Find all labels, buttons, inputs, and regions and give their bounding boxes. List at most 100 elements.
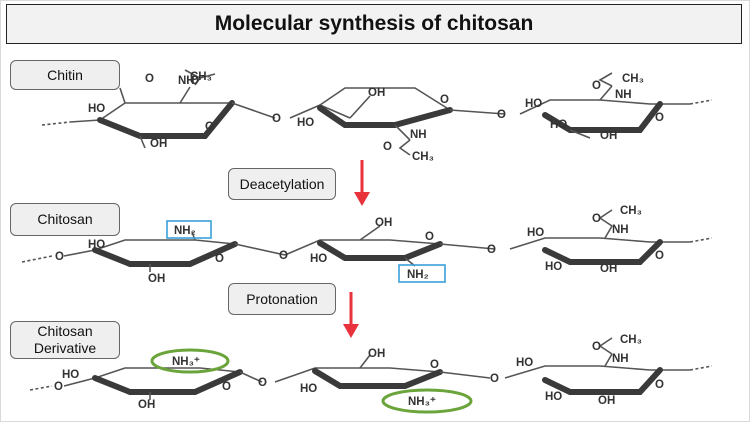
glycosidic-bond xyxy=(439,371,491,379)
bond xyxy=(598,337,613,355)
chitosan-ring-o-c: O xyxy=(655,250,664,262)
glycosidic-bond xyxy=(63,249,96,257)
chitin-link-o-2: O xyxy=(497,109,506,121)
chitosan-link-o-0: O xyxy=(55,251,64,263)
chitin-oh-b: OH xyxy=(368,87,385,99)
arrow-protonation xyxy=(343,292,359,338)
derivative-chain xyxy=(29,337,713,400)
chitin-c-eq-o: O xyxy=(190,75,199,87)
ring-edge xyxy=(519,99,690,115)
chain-end-left xyxy=(41,121,71,126)
derivative-o-c: O xyxy=(592,341,601,353)
chitin-nh-b: NH xyxy=(410,129,427,141)
chitin-nh-a: NH xyxy=(178,75,195,87)
chitin-ring-o-a: O xyxy=(205,121,214,133)
glycosidic-bond xyxy=(439,243,496,250)
chitosan-link-o-1: O xyxy=(279,250,288,262)
bond xyxy=(394,124,411,141)
chitin-oh-c: OH xyxy=(600,130,617,142)
bond xyxy=(398,139,411,156)
chitin-ring-o-c: O xyxy=(655,112,664,124)
ring-front-edge xyxy=(317,105,453,128)
chitin-ho-c2: HO xyxy=(550,119,567,131)
chitosan-oh-b: OH xyxy=(375,217,392,229)
title-bar: Molecular synthesis of chitosan xyxy=(6,4,742,44)
derivative-link-o-2: O xyxy=(490,373,499,385)
bond xyxy=(598,209,613,227)
ring-front-edge xyxy=(92,241,238,267)
chitosan-oh-c: OH xyxy=(600,263,617,275)
bond xyxy=(359,225,381,241)
chitosan-nh-c: NH xyxy=(612,224,629,236)
nh2-highlight-b xyxy=(398,264,446,283)
chitosan-link-o-2: O xyxy=(487,244,496,256)
bond xyxy=(359,354,371,369)
chain-end-right xyxy=(689,99,713,105)
chain-end-right xyxy=(689,365,713,371)
chitin-ho-a: HO xyxy=(88,103,105,115)
chitosan-ho-c2: HO xyxy=(545,261,562,273)
ring-front-edge xyxy=(92,369,243,395)
nh3-highlight-b xyxy=(381,388,473,414)
chitosan-nh2-a: NH₂ xyxy=(174,225,196,237)
chitin-ho-c: HO xyxy=(525,98,542,110)
bond xyxy=(604,353,613,367)
chitin-link-o-1: O xyxy=(272,113,281,125)
glycosidic-bond xyxy=(69,119,101,123)
chitin-oh-a: OH xyxy=(150,138,167,150)
chitosan-ch3-c: CH₃ xyxy=(620,205,642,217)
ring-edge xyxy=(274,367,441,383)
derivative-ho-c: HO xyxy=(516,357,533,369)
chitin-ring-o-b: O xyxy=(440,94,449,106)
chitin-o-c: O xyxy=(592,80,601,92)
bond xyxy=(119,87,126,104)
ring-front-edge xyxy=(542,367,663,395)
bond xyxy=(349,95,371,119)
page-title: Molecular synthesis of chitosan xyxy=(214,12,534,35)
glycosidic-bond xyxy=(449,109,506,115)
ring-front-edge xyxy=(97,100,235,139)
chitosan-ho-c: HO xyxy=(527,227,544,239)
arrow-deacetylation xyxy=(354,160,370,206)
step-deacetylation: Deacetylation xyxy=(228,168,336,200)
label-chitosan: Chitosan xyxy=(10,203,120,236)
bond xyxy=(604,225,613,239)
ring-edge xyxy=(509,237,690,250)
bond xyxy=(139,135,146,149)
ring-edge xyxy=(94,239,236,251)
chain-end-right xyxy=(689,237,713,243)
label-chitin: Chitin xyxy=(10,60,120,90)
chitosan-ring-o-b: O xyxy=(425,231,434,243)
derivative-oh-c: OH xyxy=(598,395,615,407)
chitosan-nh2-b: NH₂ xyxy=(407,269,429,281)
derivative-nh3-b: NH₃⁺ xyxy=(408,396,436,408)
ring-edge xyxy=(99,102,232,121)
label-chitin-text: Chitin xyxy=(47,66,83,83)
step-deacetylation-text: Deacetylation xyxy=(239,175,325,192)
ring-front-edge xyxy=(542,101,663,133)
derivative-oh-a: OH xyxy=(138,399,155,411)
label-chitosan-text: Chitosan xyxy=(37,211,93,227)
derivative-oh-b: OH xyxy=(368,348,385,360)
glycosidic-bond xyxy=(231,102,276,119)
nh3-highlight-a xyxy=(150,348,230,374)
step-protonation: Protonation xyxy=(228,283,336,315)
derivative-ho-c2: HO xyxy=(545,391,562,403)
ring-front-edge xyxy=(542,239,663,265)
derivative-ring-o-c: O xyxy=(655,379,664,391)
chitin-o-b: O xyxy=(383,141,392,153)
ring-front-edge xyxy=(312,368,443,389)
chitin-nh-c: NH xyxy=(615,89,632,101)
derivative-link-o-1: O xyxy=(258,377,267,389)
bond xyxy=(599,85,613,101)
chitosan-ho-b: HO xyxy=(310,253,327,265)
ring-edge xyxy=(504,365,690,379)
label-derivative-line2: Derivative xyxy=(33,340,97,356)
nh2-highlight-a xyxy=(166,220,212,239)
glycosidic-bond xyxy=(239,371,263,383)
chitin-ch3-c: CH₃ xyxy=(622,73,644,85)
chain-end-left xyxy=(21,255,53,263)
chitin-ch3-a: CH₃ xyxy=(190,71,212,83)
ring-front-edge xyxy=(317,240,443,261)
